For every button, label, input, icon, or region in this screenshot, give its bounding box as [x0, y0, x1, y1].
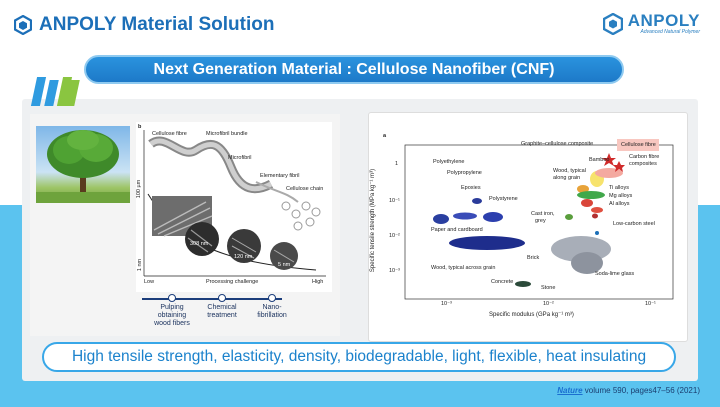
label-polyethylene: Polyethylene — [433, 159, 465, 165]
label-polypropylene: Polypropylene — [447, 170, 482, 176]
citation: Nature volume 590, pages47–56 (2021) — [557, 386, 700, 395]
label-cast-1: Cast iron, — [531, 211, 555, 217]
label-cellulose-fibre: Cellulose fibre — [621, 142, 656, 148]
citation-journal-link[interactable]: Nature — [557, 386, 583, 395]
label-cellulose-chain: Cellulose chain — [286, 186, 324, 192]
header-title: ANPOLY Material Solution — [14, 14, 274, 36]
x-tick: 10⁻² — [543, 301, 554, 307]
properties-banner: High tensile strength, elasticity, densi… — [42, 342, 676, 372]
label-microfibril-bundle: Microfibril bundle — [206, 131, 248, 137]
label-mg: Mg alloys — [609, 193, 633, 199]
step-dot — [168, 294, 176, 302]
x-axis-label: Specific modulus (GPa kg⁻¹ m³) — [489, 312, 574, 318]
y-tick: 1 — [395, 161, 399, 167]
label-graphite: Graphite–cellulose composite — [521, 141, 594, 147]
logo-tagline: Advanced Natural Polymer — [640, 29, 700, 35]
label-scale-308: 308 nm — [190, 241, 209, 247]
label-epoxies: Epoxies — [461, 185, 481, 191]
label-carbon-1: Carbon fibre — [629, 154, 660, 160]
label-bamboo: Bamboo — [589, 157, 610, 163]
label-y-bottom: 1 nm — [137, 258, 144, 272]
label-steel: Low-carbon steel — [613, 221, 655, 227]
panel-letter-a: a — [383, 133, 387, 139]
label-wood-along-2: along grain — [553, 175, 581, 181]
label-al: Al alloys — [609, 201, 630, 207]
label-ti: Ti alloys — [609, 185, 629, 191]
hexagon-logo-icon — [602, 12, 623, 35]
step-label: Nano- fibrillation — [257, 304, 287, 319]
y-tick: 10⁻² — [389, 233, 400, 239]
label-stone: Stone — [541, 285, 556, 291]
hexagon-logo-icon — [14, 15, 32, 35]
label-carbon-2: composites — [629, 161, 657, 167]
y-axis-label: Specific tensile strength (MPa kg⁻¹ m³) — [370, 168, 377, 273]
label-scale-5: 5 nm — [278, 262, 291, 268]
panel-letter-b: b — [138, 124, 142, 130]
banner-title: Next Generation Material : Cellulose Nan… — [84, 55, 624, 84]
y-tick: 10⁻³ — [389, 268, 400, 274]
x-tick: 10⁻³ — [441, 301, 452, 307]
x-tick: 10⁻¹ — [645, 301, 656, 307]
label-wood-along-1: Wood, typical — [553, 168, 586, 174]
step-dot — [218, 294, 226, 302]
citation-details: volume 590, pages47–56 (2021) — [582, 386, 700, 395]
label-cellulose-fibre: Cellulose fibre — [152, 131, 187, 137]
logo-word: ANPOLY — [627, 11, 700, 30]
label-brick: Brick — [527, 255, 540, 261]
process-steps: Pulping obtaining wood fibers Chemical t… — [138, 294, 308, 334]
step-label: Pulping obtaining wood fibers — [154, 304, 190, 327]
label-scale-120: 120 nm — [234, 254, 253, 260]
brand-logo: ANPOLY Advanced Natural Polymer — [602, 11, 700, 35]
label-microfibril: Microfibril — [228, 155, 252, 161]
label-x-low: Low — [144, 279, 155, 285]
label-soda: Soda-lime glass — [595, 271, 635, 277]
tree-image — [36, 126, 130, 203]
label-polystyrene: Polystyrene — [489, 196, 518, 202]
y-tick: 10⁻¹ — [389, 198, 400, 204]
label-wood-across: Wood, typical across grain — [431, 265, 496, 271]
header-title-text: ANPOLY Material Solution — [39, 14, 275, 35]
hierarchy-figure: b Cellulose fibre Microfibril bundle Mic… — [136, 122, 332, 292]
label-y-top: 100 µm — [136, 179, 143, 199]
right-card: a Specific tensile strength (MPa kg⁻¹ m³… — [368, 112, 688, 342]
label-x-axis: Processing challenge — [206, 279, 259, 285]
step-label: Chemical treatment — [207, 304, 237, 319]
label-x-high: High — [312, 279, 324, 285]
label-paper: Paper and cardboard — [431, 227, 483, 233]
step-dot — [268, 294, 276, 302]
label-elementary-fibril: Elementary fibril — [260, 173, 300, 179]
label-cast-2: grey — [535, 218, 546, 224]
label-concrete: Concrete — [491, 279, 514, 285]
